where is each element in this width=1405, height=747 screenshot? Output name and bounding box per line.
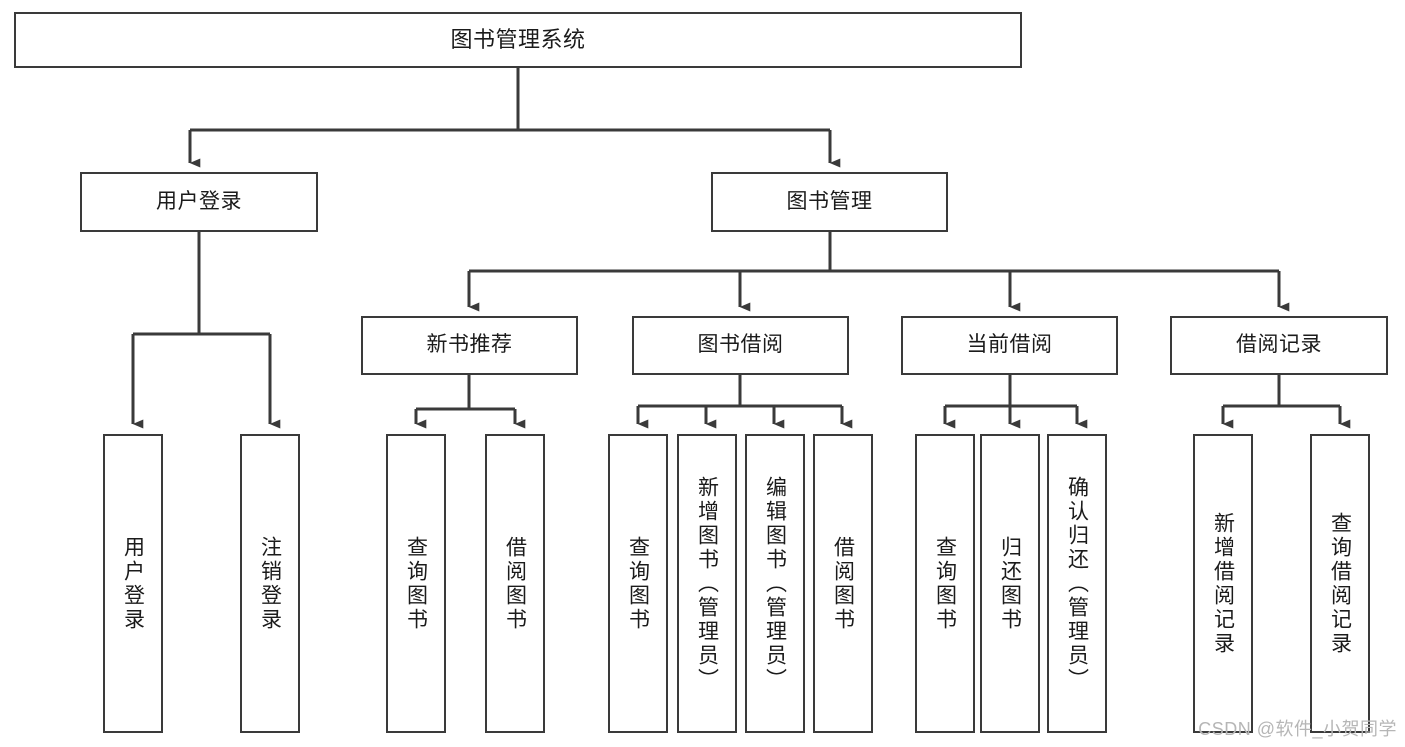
leaf-current-borrow-return-book[interactable]: 归还图书 [980,434,1040,733]
node-label: 新增图书（管理员） [695,475,719,692]
leaf-book-borrow-edit-book-admin[interactable]: 编辑图书（管理员） [745,434,805,733]
leaf-book-borrow-query-book[interactable]: 查询图书 [608,434,668,733]
node-label: 借阅记录 [1236,333,1322,357]
node-label: 确认归还（管理员） [1065,475,1089,692]
leaf-book-borrow-add-book-admin[interactable]: 新增图书（管理员） [677,434,737,733]
node-label: 新书推荐 [426,333,513,357]
node-book-management[interactable]: 图书管理 [711,172,948,232]
leaf-current-borrow-query-book[interactable]: 查询图书 [915,434,975,733]
node-book-borrow[interactable]: 图书借阅 [632,316,849,375]
node-root-book-management-system[interactable]: 图书管理系统 [14,12,1022,68]
node-new-book-recommend[interactable]: 新书推荐 [361,316,578,375]
node-current-borrow[interactable]: 当前借阅 [901,316,1118,375]
node-borrow-record[interactable]: 借阅记录 [1170,316,1388,375]
node-label: 图书管理系统 [450,27,586,53]
leaf-current-borrow-confirm-return-admin[interactable]: 确认归还（管理员） [1047,434,1107,733]
leaf-user-login-login[interactable]: 用户登录 [103,434,163,733]
node-label: 用户登录 [121,535,145,632]
node-label: 查询图书 [626,535,650,632]
node-user-login[interactable]: 用户登录 [80,172,318,232]
watermark: CSDN @软件_小贺同学 [1198,719,1397,739]
node-label: 图书管理 [786,189,873,213]
node-label: 图书借阅 [697,333,784,357]
leaf-book-borrow-borrow-book[interactable]: 借阅图书 [813,434,873,733]
node-label: 借阅图书 [831,535,855,632]
node-label: 借阅图书 [503,535,527,632]
node-label: 注销登录 [258,535,282,632]
node-label: 新增借阅记录 [1211,511,1235,656]
node-label: 查询图书 [404,535,428,632]
leaf-new-book-query-book[interactable]: 查询图书 [386,434,446,733]
node-label: 用户登录 [156,189,242,213]
leaf-user-login-logout[interactable]: 注销登录 [240,434,300,733]
node-label: 归还图书 [998,535,1022,632]
node-label: 当前借阅 [966,333,1053,357]
node-label: 查询借阅记录 [1328,511,1352,656]
leaf-new-book-borrow-book[interactable]: 借阅图书 [485,434,545,733]
node-label: 查询图书 [933,535,957,632]
leaf-borrow-record-add-record[interactable]: 新增借阅记录 [1193,434,1253,733]
node-label: 编辑图书（管理员） [763,475,787,692]
leaf-borrow-record-query-record[interactable]: 查询借阅记录 [1310,434,1370,733]
